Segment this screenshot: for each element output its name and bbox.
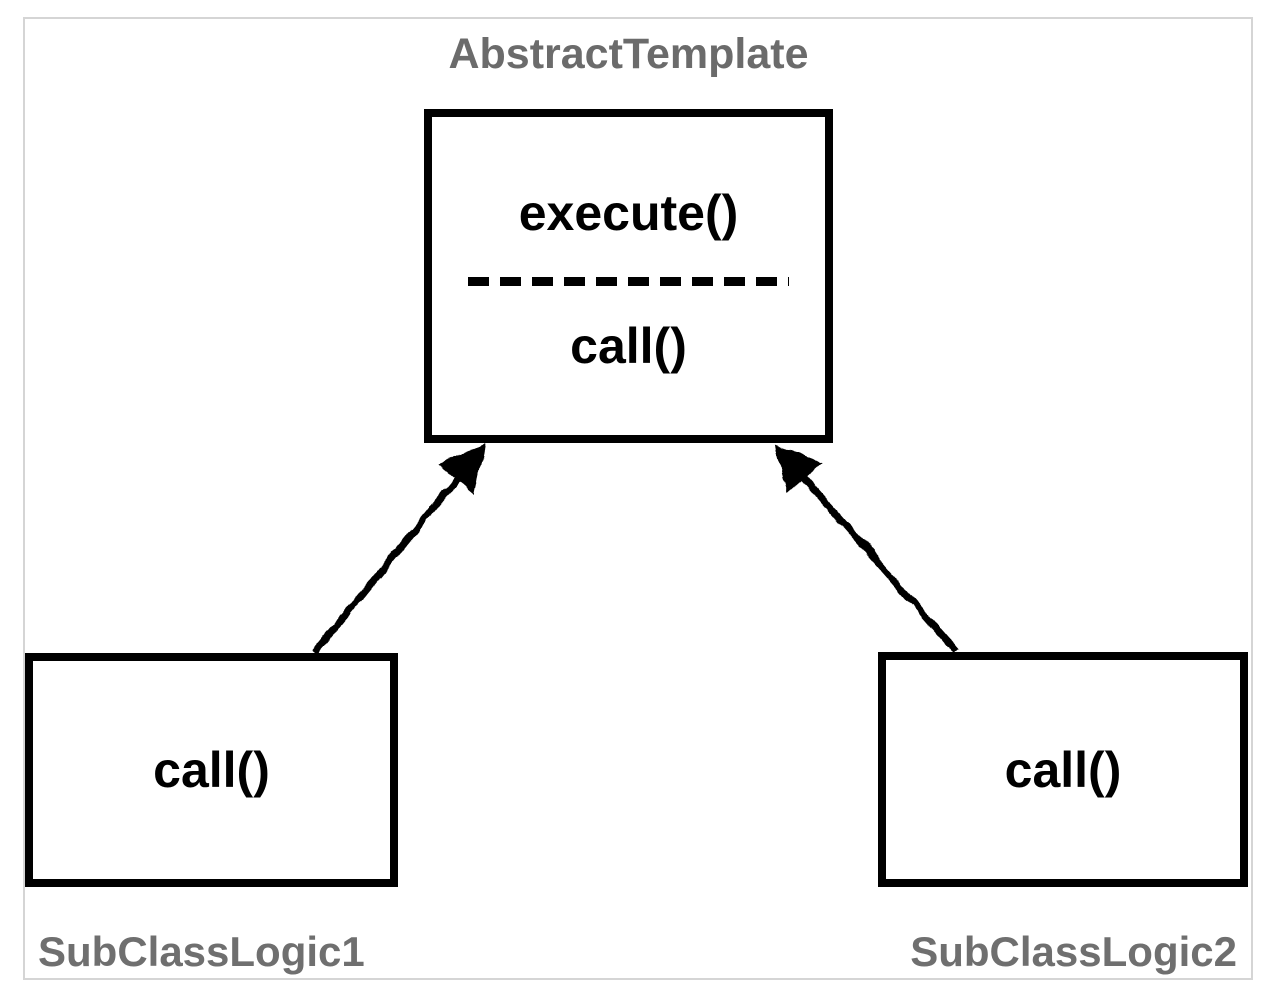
- subclass1-box: call(): [25, 653, 398, 887]
- abstract-hook-method: call(): [570, 318, 687, 374]
- subclass2-method: call(): [1004, 741, 1122, 798]
- subclass2-box: call(): [878, 652, 1248, 887]
- abstract-template-method: execute(): [518, 185, 739, 241]
- abstract-class-box: execute() call(): [424, 109, 833, 443]
- subclass2-label: SubClassLogic2: [910, 928, 1237, 975]
- subclass1-method: call(): [153, 742, 270, 798]
- abstract-class-title: AbstractTemplate: [448, 30, 809, 78]
- subclass1-label: SubClassLogic1: [38, 928, 365, 975]
- method-divider-dashed: [468, 277, 789, 286]
